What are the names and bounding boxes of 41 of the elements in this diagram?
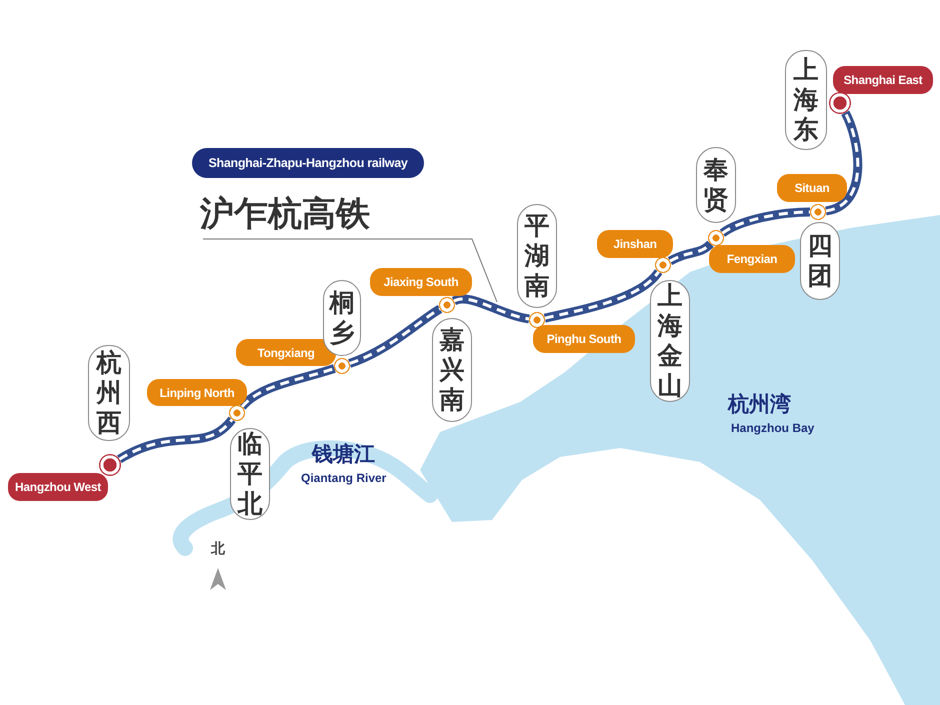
- railway-track: [544, 268, 662, 323]
- station-name-label: 平湖南: [517, 204, 557, 308]
- north-label: 北: [211, 540, 225, 558]
- station-name-label: Situan: [777, 174, 847, 202]
- station-name-label: 临平北: [230, 428, 270, 520]
- water-name: Hangzhou Bay: [731, 421, 814, 435]
- station-name-label: 桐乡: [323, 280, 361, 356]
- terminal-station-marker: [99, 454, 121, 476]
- railway-track: [348, 305, 442, 368]
- terminal-station-marker: [829, 92, 851, 114]
- station-marker: [655, 257, 671, 273]
- station-name-label: 上海金山: [650, 280, 690, 402]
- station-marker: [708, 230, 724, 246]
- station-name-label: 奉贤: [696, 147, 736, 223]
- railway-name-badge: Shanghai-Zhapu-Hangzhou railway: [192, 148, 424, 178]
- station-name-label: Linping North: [147, 379, 247, 406]
- station-name-label: Jinshan: [597, 230, 673, 258]
- station-name-label: Jiaxing South: [370, 268, 472, 296]
- station-marker: [439, 297, 455, 313]
- railway-track: [668, 240, 714, 266]
- railway-track: [117, 416, 236, 464]
- station-name-label: Shanghai East: [833, 66, 933, 94]
- station-name-label: Hangzhou West: [8, 473, 108, 501]
- water-name: 杭州湾: [728, 390, 791, 418]
- railway-track: [720, 208, 810, 237]
- station-name-label: 杭州西: [88, 345, 130, 441]
- railway-track: [452, 294, 530, 324]
- station-name-label: 嘉兴南: [432, 318, 472, 422]
- leader-line: [202, 238, 498, 302]
- station-marker: [334, 358, 350, 374]
- station-name-label: 上海东: [785, 50, 827, 150]
- station-marker: [529, 312, 545, 328]
- water-name: 钱塘江: [312, 440, 375, 468]
- water-name: Qiantang River: [301, 471, 386, 485]
- station-name-label: Fengxian: [709, 245, 795, 273]
- station-marker: [810, 204, 826, 220]
- station-name-label: 四团: [800, 222, 840, 300]
- railway-track: [238, 364, 336, 410]
- map-title: 沪乍杭高铁: [200, 190, 370, 238]
- railway-track: [824, 110, 862, 216]
- station-name-label: Pinghu South: [533, 325, 635, 353]
